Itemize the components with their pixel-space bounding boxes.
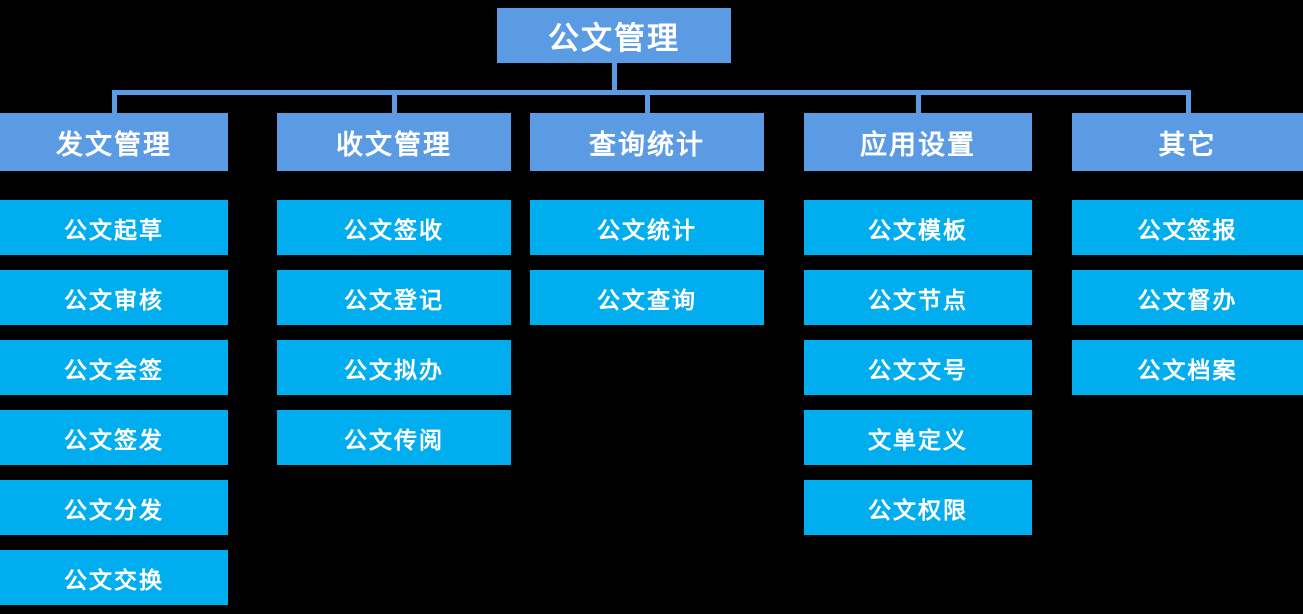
branch-header-2[interactable]: 收文管理 (277, 113, 511, 171)
leaf-node-4-4[interactable]: 文单定义 (804, 410, 1032, 465)
leaf-node-3-2[interactable]: 公文查询 (530, 270, 764, 325)
leaf-node-5-2[interactable]: 公文督办 (1072, 270, 1303, 325)
leaf-node-1-3[interactable]: 公文会签 (0, 340, 228, 395)
leaf-node-2-3[interactable]: 公文拟办 (277, 340, 511, 395)
leaf-node-1-6[interactable]: 公文交换 (0, 550, 228, 605)
connector-branch-drop-2 (392, 90, 397, 113)
root-node-gongwen-guanli[interactable]: 公文管理 (497, 8, 731, 63)
connector-root-stem (612, 63, 617, 95)
connector-branch-drop-3 (645, 90, 650, 113)
leaf-node-1-1[interactable]: 公文起草 (0, 200, 228, 255)
leaf-node-5-1[interactable]: 公文签报 (1072, 200, 1303, 255)
leaf-node-4-2[interactable]: 公文节点 (804, 270, 1032, 325)
leaf-node-2-1[interactable]: 公文签收 (277, 200, 511, 255)
branch-header-5[interactable]: 其它 (1072, 113, 1303, 171)
leaf-node-4-5[interactable]: 公文权限 (804, 480, 1032, 535)
leaf-node-2-4[interactable]: 公文传阅 (277, 410, 511, 465)
branch-header-4[interactable]: 应用设置 (804, 113, 1032, 171)
leaf-node-4-1[interactable]: 公文模板 (804, 200, 1032, 255)
leaf-node-1-4[interactable]: 公文签发 (0, 410, 228, 465)
branch-header-3[interactable]: 查询统计 (530, 113, 764, 171)
branch-header-1[interactable]: 发文管理 (0, 113, 228, 171)
connector-branch-drop-1 (112, 90, 117, 113)
leaf-node-1-2[interactable]: 公文审核 (0, 270, 228, 325)
connector-branch-drop-4 (916, 90, 921, 113)
leaf-node-5-3[interactable]: 公文档案 (1072, 340, 1303, 395)
leaf-node-1-5[interactable]: 公文分发 (0, 480, 228, 535)
connector-branch-drop-5 (1185, 90, 1191, 113)
connector-horizontal-bus (112, 90, 1191, 95)
leaf-node-2-2[interactable]: 公文登记 (277, 270, 511, 325)
leaf-node-3-1[interactable]: 公文统计 (530, 200, 764, 255)
leaf-node-4-3[interactable]: 公文文号 (804, 340, 1032, 395)
